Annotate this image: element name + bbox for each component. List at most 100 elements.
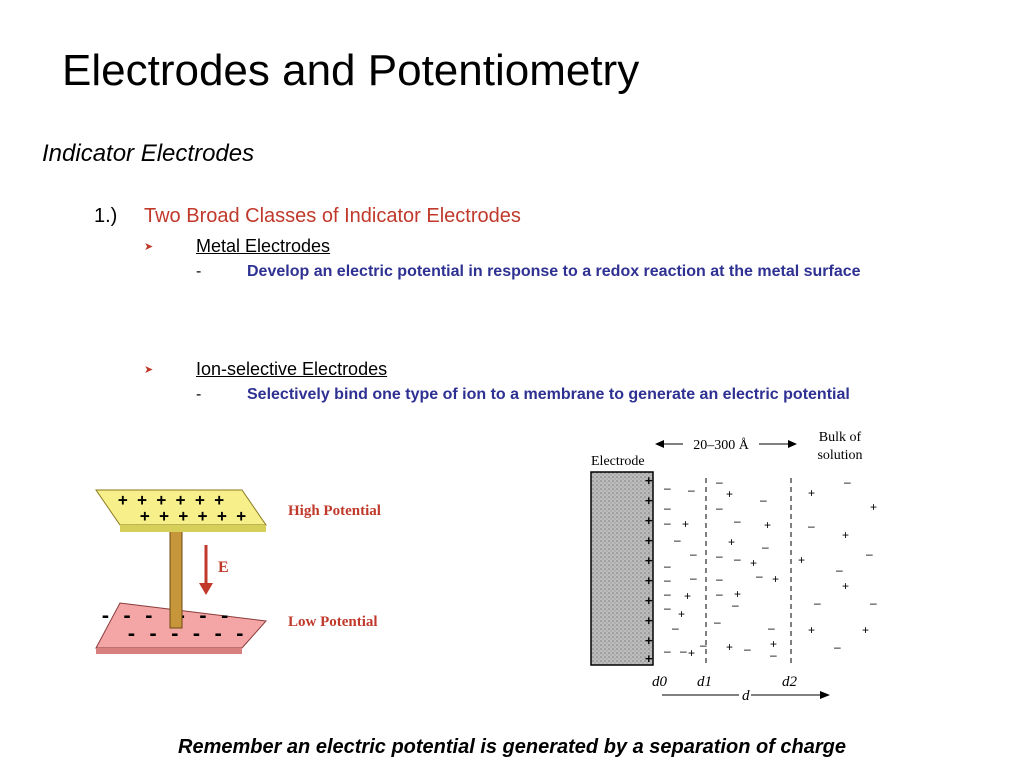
svg-text:–: –: [836, 563, 843, 577]
bulk-label-line1: Bulk of: [819, 430, 862, 445]
svg-text:–: –: [734, 552, 741, 566]
footer-note: Remember an electric potential is genera…: [178, 736, 846, 758]
svg-text:+: +: [645, 593, 653, 608]
svg-text:+: +: [862, 623, 869, 637]
low-plate-edge: [96, 648, 242, 654]
d1-label: d1: [697, 674, 712, 690]
svg-text:+: +: [645, 573, 653, 588]
svg-text:+: +: [726, 487, 733, 501]
svg-text:–: –: [770, 648, 777, 662]
svg-text:–: –: [680, 644, 687, 658]
svg-text:+: +: [726, 640, 733, 654]
svg-text:–: –: [716, 587, 723, 601]
electrode-plus-signs: +++ +++ +++ +: [645, 473, 653, 666]
svg-text:+: +: [678, 607, 685, 621]
list-item-number: 1.): [94, 205, 118, 227]
page-title: Electrodes and Potentiometry: [62, 46, 640, 95]
high-plate-edge: [120, 525, 266, 532]
svg-text:–: –: [808, 519, 815, 533]
solution-charges: –––– +–++ –– –+–+– +–+– ––++– ––––+ –––+…: [664, 475, 877, 662]
svg-text:–: –: [700, 638, 707, 652]
svg-text:–: –: [744, 642, 751, 656]
bullet-description-ion-selective: Selectively bind one type of ion to a me…: [247, 386, 850, 403]
low-plate-signs-row2: - - - - - -: [126, 624, 245, 645]
svg-text:+: +: [764, 518, 771, 532]
svg-text:+: +: [688, 646, 695, 660]
thickness-label-bg: [683, 436, 759, 452]
d-label: d: [742, 688, 750, 704]
section-subtitle: Indicator Electrodes: [42, 140, 255, 167]
thickness-arrow-left-icon: [655, 440, 664, 448]
list-item-heading: Two Broad Classes of Indicator Electrode…: [144, 205, 521, 227]
svg-text:–: –: [834, 640, 841, 654]
svg-text:–: –: [664, 481, 671, 495]
svg-text:–: –: [760, 493, 767, 507]
svg-text:+: +: [734, 587, 741, 601]
svg-text:+: +: [870, 500, 877, 514]
svg-text:–: –: [664, 516, 671, 530]
svg-text:+: +: [842, 528, 849, 542]
electrode-block: [590, 471, 654, 666]
bullet-label-ion-selective: Ion-selective Electrodes: [196, 359, 388, 379]
thickness-label: 20–300 Å: [693, 437, 750, 453]
svg-text:–: –: [716, 572, 723, 586]
svg-text:–: –: [688, 483, 695, 497]
svg-text:–: –: [762, 540, 769, 554]
low-potential-plate: [95, 602, 268, 649]
svg-text:–: –: [690, 547, 697, 561]
svg-text:–: –: [870, 596, 877, 610]
bullet-description-metal: Develop an electric potential in respons…: [247, 263, 861, 280]
d-label-bg: [739, 688, 751, 702]
d-arrow-head-icon: [820, 691, 830, 699]
low-potential-label: Low Potential: [288, 614, 378, 630]
svg-text:–: –: [672, 621, 679, 635]
svg-text:–: –: [734, 514, 741, 528]
high-potential-plate: [95, 489, 267, 526]
d2-label: d2: [782, 674, 798, 690]
svg-text:+: +: [645, 613, 653, 628]
svg-text:+: +: [684, 589, 691, 603]
svg-text:+: +: [645, 651, 653, 666]
dash-marker: -: [196, 263, 202, 280]
svg-text:+: +: [682, 517, 689, 531]
svg-text:+: +: [770, 637, 777, 651]
svg-text:+: +: [808, 623, 815, 637]
svg-text:–: –: [768, 621, 775, 635]
svg-text:+: +: [772, 572, 779, 586]
svg-text:+: +: [645, 553, 653, 568]
electrode-label: Electrode: [591, 454, 645, 469]
svg-text:–: –: [732, 598, 739, 612]
svg-text:+: +: [645, 473, 653, 488]
svg-text:–: –: [664, 644, 671, 658]
svg-text:+: +: [645, 633, 653, 648]
bullet-arrow-icon: ➤: [144, 241, 154, 253]
svg-text:+: +: [842, 579, 849, 593]
svg-text:–: –: [664, 573, 671, 587]
bullet-label-metal-electrodes: Metal Electrodes: [196, 236, 331, 256]
high-potential-label: High Potential: [288, 503, 381, 519]
svg-text:–: –: [664, 559, 671, 573]
high-plate-signs-row1: + + + + + +: [118, 490, 224, 509]
svg-text:+: +: [728, 535, 735, 549]
low-plate-signs-row1: - - - - - -: [100, 606, 230, 627]
d0-label: d0: [652, 674, 668, 690]
connecting-rod: [169, 507, 183, 629]
svg-text:–: –: [716, 475, 723, 489]
svg-text:–: –: [664, 587, 671, 601]
svg-text:–: –: [844, 475, 851, 489]
svg-text:+: +: [808, 486, 815, 500]
bullet-arrow-icon: ➤: [144, 364, 154, 376]
svg-text:+: +: [798, 553, 805, 567]
svg-text:+: +: [645, 533, 653, 548]
svg-text:+: +: [645, 493, 653, 508]
svg-text:–: –: [716, 501, 723, 515]
svg-text:–: –: [756, 569, 763, 583]
svg-text:–: –: [714, 615, 721, 629]
svg-text:–: –: [664, 601, 671, 615]
svg-text:–: –: [690, 571, 697, 585]
svg-text:–: –: [674, 533, 681, 547]
svg-text:–: –: [866, 547, 873, 561]
high-plate-signs-row2: + + + + + +: [140, 506, 246, 525]
field-label: E: [218, 559, 229, 576]
thickness-arrow-right-icon: [788, 440, 797, 448]
